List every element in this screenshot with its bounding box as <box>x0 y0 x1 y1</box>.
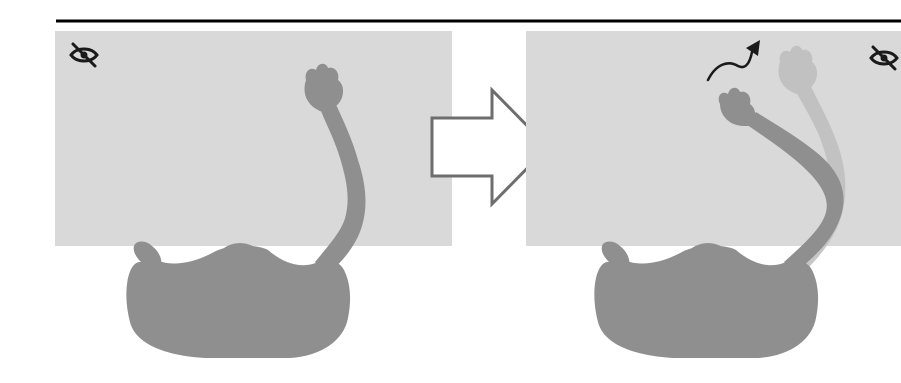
panel-before <box>55 31 452 358</box>
screen-surface-left <box>55 31 452 246</box>
screen-surface-right <box>526 31 901 246</box>
panel-after <box>526 31 901 358</box>
